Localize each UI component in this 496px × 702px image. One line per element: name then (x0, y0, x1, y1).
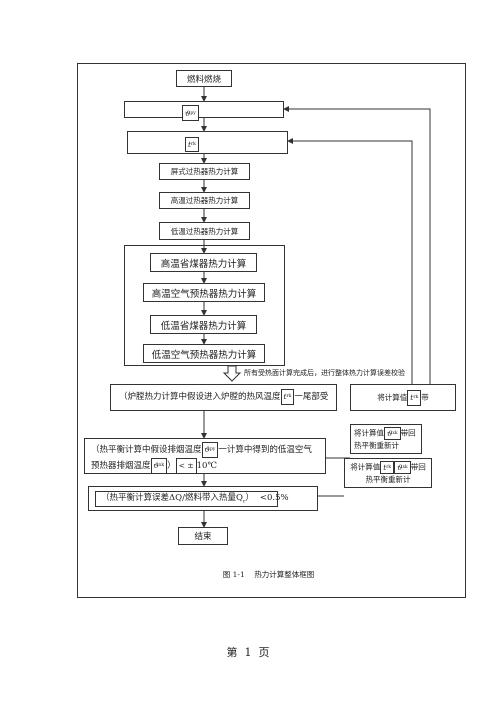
tail-heating-surfaces-group (124, 245, 285, 366)
figure-caption: 图 1-1 热力计算整体框图 (222, 570, 315, 579)
after-all-note: 所有受热面计算完成后，进行整体热力计算误差校验 (244, 369, 405, 377)
high-temp-superheater-box: 高温过热器热力计算 (159, 192, 250, 209)
end-box: 结束 (178, 527, 228, 545)
high-temp-economizer-box: 高温省煤器热力计算 (150, 253, 257, 272)
screen-superheater-box: 屏式过热器热力计算 (159, 163, 250, 180)
page-number: 第 1 页 (226, 646, 270, 659)
high-temp-air-preheater-box: 高温空气预热器热力计算 (143, 283, 265, 302)
error-check-box: （热平衡计算误差ΔQ/燃料带入热量Qr）<0.5% (88, 486, 318, 511)
low-temp-economizer-box: 低温省煤器热力计算 (150, 315, 257, 334)
heat-balance-condition: < ± (175, 458, 197, 473)
low-temp-air-preheater-box: 低温空气预热器热力计算 (143, 344, 265, 363)
hollow-down-arrow (222, 365, 242, 382)
loop-middle (287, 138, 413, 398)
error-check-inner-frame (95, 491, 278, 507)
loop-outer (283, 106, 431, 384)
low-temp-superheater-box: 低温过热器热力计算 (159, 222, 250, 240)
fuel-combustion-box: 燃料燃烧 (176, 70, 232, 87)
page-frame (77, 63, 466, 598)
